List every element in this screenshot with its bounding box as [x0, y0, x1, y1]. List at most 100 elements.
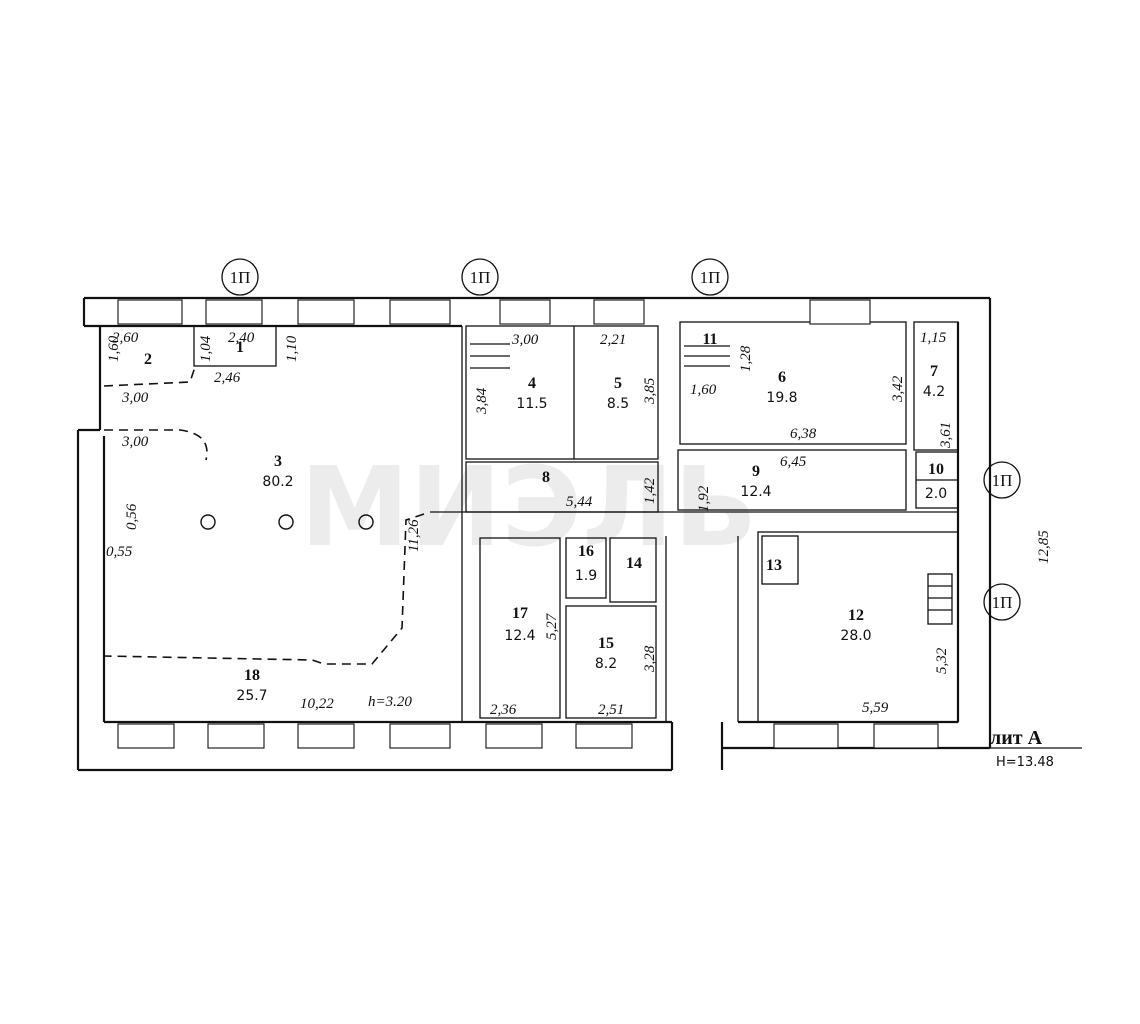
dimension: 0,55: [106, 544, 133, 560]
ceiling-height: h=3.20: [368, 694, 412, 710]
svg-text:5: 5: [614, 375, 622, 392]
room-8: 8: [542, 469, 550, 486]
room-14: 14: [626, 555, 642, 572]
svg-text:1.9: 1.9: [575, 568, 597, 584]
svg-text:7: 7: [930, 363, 938, 380]
dimension: 6,38: [790, 426, 817, 442]
axis-marker-4: [983, 461, 1021, 499]
dimension: 3,28: [642, 645, 658, 673]
room-labels: 1 2 380.2 411.5 58.5 619.8 74.2 8 912.4 …: [144, 331, 947, 704]
dimension: 5,32: [934, 647, 950, 674]
dimension: 3,85: [642, 377, 658, 405]
dimension: 1,10: [284, 335, 300, 362]
dimension: 5,27: [544, 612, 560, 640]
dimension: 5,59: [862, 700, 889, 716]
svg-text:12.4: 12.4: [504, 628, 535, 644]
room-11: 11: [702, 331, 717, 348]
dashed-zones: [103, 363, 425, 665]
svg-text:8.5: 8.5: [607, 396, 629, 412]
watermark: МИЭЛЬ: [300, 443, 757, 571]
axis-label: 1П: [470, 268, 491, 287]
svg-text:8.2: 8.2: [595, 656, 617, 672]
dimension: 12,85: [1036, 530, 1052, 564]
svg-text:6: 6: [778, 369, 786, 386]
room-13: 13: [766, 557, 782, 574]
dimension: 3,84: [474, 387, 490, 415]
room-16: 161.9: [575, 543, 597, 584]
axis-marker-1: [221, 258, 259, 296]
axis-label: 1П: [992, 471, 1013, 490]
room-10: 102.0: [925, 461, 947, 502]
dimension: 1,28: [738, 345, 754, 372]
axis-marker-2: [461, 258, 499, 296]
svg-text:16: 16: [578, 543, 594, 560]
dimension: 1,15: [920, 330, 947, 346]
svg-text:28.0: 28.0: [840, 628, 871, 644]
axis-marker-5: [983, 583, 1021, 621]
svg-text:2.0: 2.0: [925, 486, 947, 502]
room-2: 2: [144, 351, 152, 368]
svg-text:12: 12: [848, 607, 864, 624]
dimension: 2,51: [598, 702, 624, 718]
room-15: 158.2: [595, 635, 617, 672]
dimension: 2,60: [112, 330, 139, 346]
svg-text:80.2: 80.2: [262, 474, 293, 490]
svg-text:14: 14: [626, 555, 642, 572]
dimension: 10,22: [300, 696, 334, 712]
interior-walls: [193, 321, 959, 723]
axis-markers: 1П 1П 1П 1П 1П: [221, 258, 1021, 621]
room-12: 12 28.0: [840, 607, 871, 644]
dimension: 3,61: [938, 422, 954, 449]
dimension: 2,40: [228, 330, 255, 346]
svg-text:15: 15: [598, 635, 614, 652]
dimension: 1,04: [198, 335, 214, 362]
svg-text:13: 13: [766, 557, 782, 574]
columns: [200, 514, 374, 530]
dimension-labels: 2,60 1,60 1,04 2,40 1,10 2,46 3,00 3,00 …: [106, 330, 1052, 718]
axis-label: 1П: [230, 268, 251, 287]
dimension: 5,44: [566, 494, 593, 510]
dimension: 2,21: [600, 332, 626, 348]
svg-text:17: 17: [512, 605, 528, 622]
room-3: 380.2: [262, 453, 293, 490]
room-5: 58.5: [607, 375, 629, 412]
dimension: 1,92: [696, 485, 712, 512]
room-9: 912.4: [740, 463, 771, 500]
svg-text:4.2: 4.2: [923, 384, 945, 400]
building-label: лит А: [990, 727, 1043, 749]
room-17: 17 12.4: [504, 605, 535, 644]
svg-text:3: 3: [274, 453, 282, 470]
dimension: 3,00: [511, 332, 539, 348]
dimension: 1,42: [642, 477, 658, 504]
svg-text:1: 1: [236, 339, 244, 356]
dimension: 11,26: [406, 519, 422, 552]
svg-text:18: 18: [244, 667, 260, 684]
dimension: 3,00: [121, 434, 149, 450]
room-18: 18 25.7: [236, 667, 267, 704]
dimension: 1,60: [690, 382, 717, 398]
dimension: 0,56: [124, 503, 140, 530]
building-elevation: Н=13.48: [996, 755, 1054, 770]
dimension: 6,45: [780, 454, 807, 470]
room-1: 1: [236, 339, 244, 356]
dimension: 2,36: [490, 702, 517, 718]
windows: [117, 299, 939, 749]
svg-text:9: 9: [752, 463, 760, 480]
axis-marker-3: [691, 258, 729, 296]
room-4: 411.5: [516, 375, 547, 412]
svg-text:12.4: 12.4: [740, 484, 771, 500]
dimension: 2,46: [214, 370, 241, 386]
svg-text:4: 4: [528, 375, 536, 392]
svg-text:19.8: 19.8: [766, 390, 797, 406]
dimension: 1,60: [106, 335, 122, 362]
svg-text:8: 8: [542, 469, 550, 486]
dimension: 3,00: [121, 390, 149, 406]
axis-label: 1П: [700, 268, 721, 287]
svg-text:25.7: 25.7: [236, 688, 267, 704]
svg-text:2: 2: [144, 351, 152, 368]
svg-text:10: 10: [928, 461, 944, 478]
room-6: 619.8: [766, 369, 797, 406]
axis-label: 1П: [992, 593, 1013, 612]
dimension: 3,42: [890, 375, 906, 403]
